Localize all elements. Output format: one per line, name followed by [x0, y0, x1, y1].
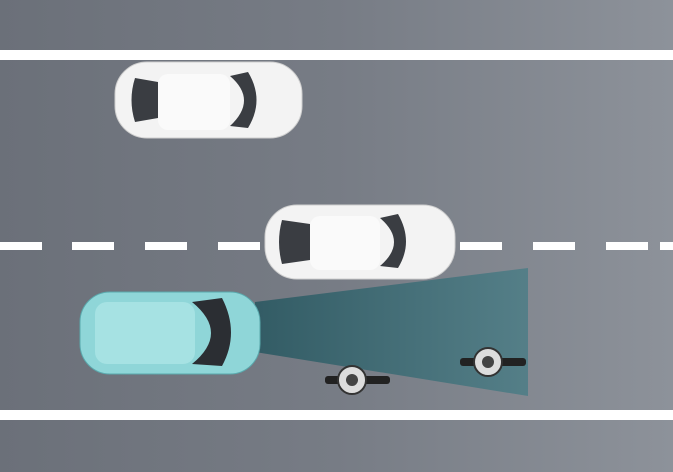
ego-car [79, 291, 261, 375]
lane-line-bottom [0, 410, 673, 420]
motorcycle-far [460, 347, 526, 377]
car-top-lane [114, 61, 303, 139]
car-middle [264, 204, 456, 280]
lane-line-top [0, 50, 673, 60]
sensor-beam [255, 268, 528, 396]
lane-dashed-center [0, 242, 673, 250]
motorcycle-near [325, 365, 390, 395]
